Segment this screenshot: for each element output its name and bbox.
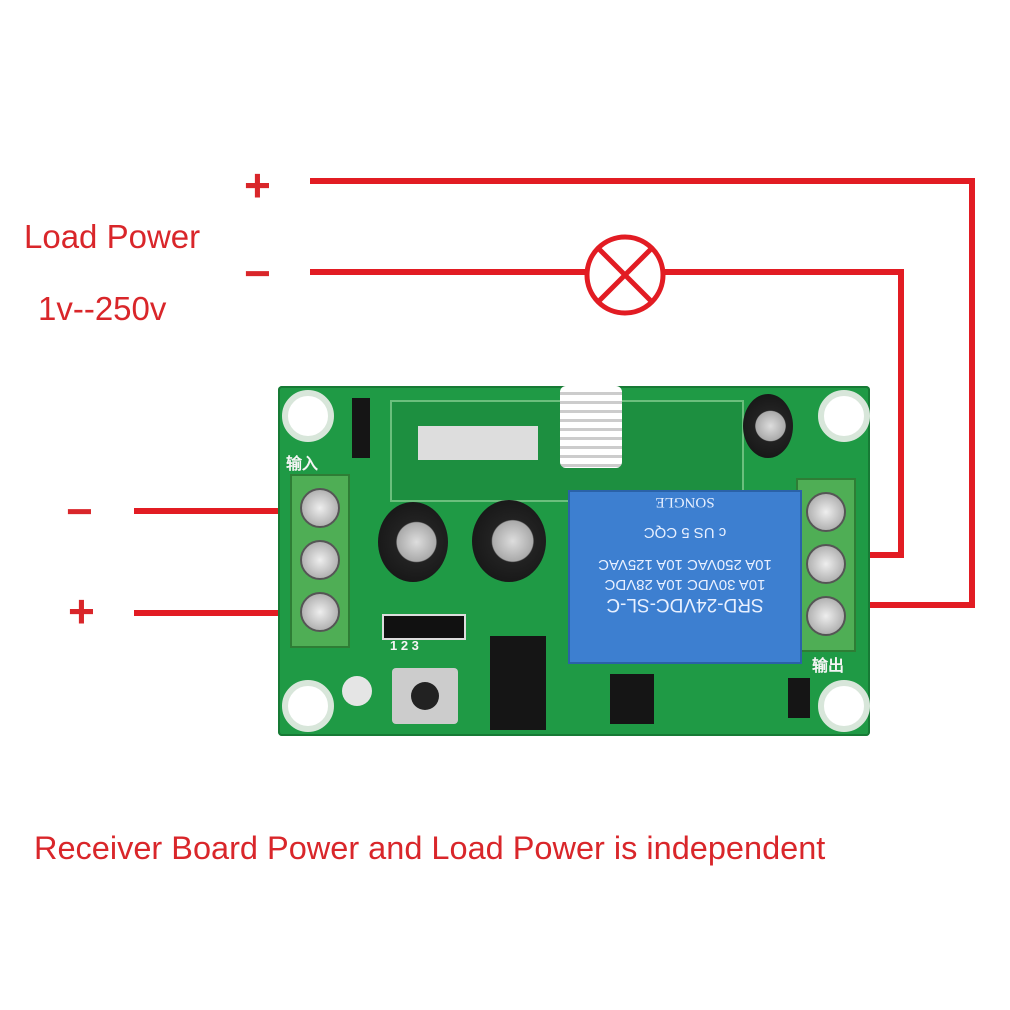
load-plus-sign: + [244, 159, 271, 211]
screw[interactable] [300, 540, 340, 580]
input-plus-sign: + [68, 585, 95, 637]
decoder-ic [490, 636, 546, 730]
screw[interactable] [806, 492, 846, 532]
input-minus-wire [134, 508, 280, 514]
antenna-coil [560, 386, 622, 468]
screw[interactable] [300, 592, 340, 632]
mount-hole [282, 680, 334, 732]
capacitor [378, 502, 448, 582]
rf-chip [418, 426, 538, 460]
relay-rating-ac: 10A 250VAC 10A 125VAC [598, 556, 772, 573]
screw[interactable] [806, 596, 846, 636]
input-terminal-block[interactable] [290, 474, 350, 648]
load-minus-wire-return [870, 552, 904, 558]
load-minus-wire-right [664, 269, 904, 275]
lamp-icon [584, 234, 666, 316]
diode [788, 678, 810, 718]
screw[interactable] [806, 544, 846, 584]
output-terminal-block[interactable] [796, 478, 856, 652]
jumper-numbers: 1 2 3 [390, 638, 419, 653]
mount-hole [282, 390, 334, 442]
ic [610, 674, 654, 724]
relay-cert: c US 5 CQC [643, 524, 727, 541]
relay-rating-dc: 10A 30VDC 10A 28VDC [604, 576, 766, 593]
load-minus-wire-left [310, 269, 588, 275]
input-minus-sign: − [66, 485, 93, 537]
relay: SRD-24VDC-SL-C 10A 30VDC 10A 28VDC 10A 2… [568, 490, 802, 664]
load-plus-wire-return [870, 602, 975, 608]
input-label: 输入 [286, 456, 319, 473]
mount-hole [818, 390, 870, 442]
diode [352, 398, 370, 458]
relay-model: SRD-24VDC-SL-C [606, 594, 764, 615]
learn-button[interactable] [392, 668, 458, 724]
output-label: 输出 [812, 658, 845, 675]
relay-brand: SONGLE [655, 494, 715, 510]
input-plus-wire [134, 610, 280, 616]
load-plus-wire-vertical [969, 178, 975, 608]
voltage-range-label: 1v--250v [38, 290, 167, 327]
capacitor [472, 500, 546, 582]
caption: Receiver Board Power and Load Power is i… [34, 830, 826, 866]
load-minus-wire-vertical [898, 269, 904, 558]
load-minus-sign: − [244, 247, 271, 299]
receiver-board: 输入 输出 1 2 3 SRD-24VDC-SL-C 10A 30VDC 10A… [278, 386, 870, 736]
mount-hole [818, 680, 870, 732]
load-power-label: Load Power [24, 218, 201, 255]
jumper[interactable] [382, 614, 466, 640]
capacitor [743, 394, 793, 458]
led [342, 676, 372, 706]
screw[interactable] [300, 488, 340, 528]
load-plus-wire [310, 178, 975, 184]
